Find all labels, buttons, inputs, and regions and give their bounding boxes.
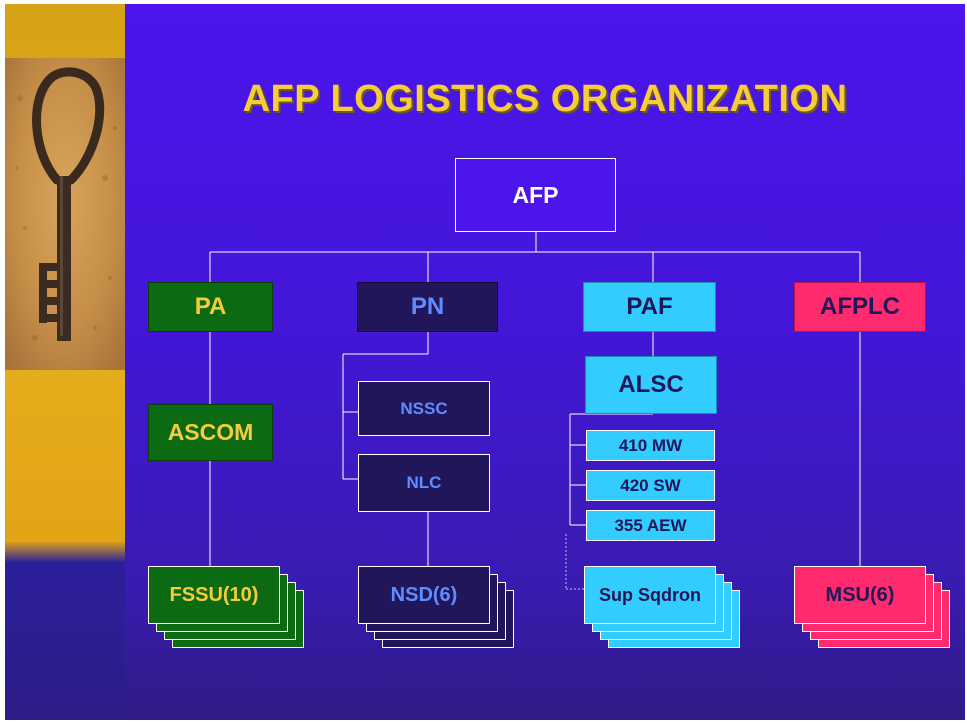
node-ascom-label: ASCOM [167, 419, 254, 445]
node-supsqdron-label: Sup Sqdron [599, 584, 701, 605]
node-paf: PAF [583, 282, 716, 332]
node-afp-label: AFP [512, 181, 559, 208]
node-nsd: NSD(6) [358, 566, 490, 624]
node-msu-label: MSU(6) [825, 583, 895, 606]
slide: AFP LOGISTICS ORGANIZATION [5, 4, 965, 720]
node-paf-label: PAF [626, 293, 673, 320]
node-msu: MSU(6) [794, 566, 926, 624]
node-pa-label: PA [194, 293, 227, 320]
node-410mw-label: 410 MW [618, 435, 683, 455]
node-nsd-label: NSD(6) [390, 583, 458, 606]
node-afp: AFP [455, 158, 616, 232]
node-420sw: 420 SW [586, 470, 715, 501]
node-afplc: AFPLC [794, 282, 926, 332]
node-355aew: 355 AEW [586, 510, 715, 541]
node-fssu: FSSU(10) [148, 566, 280, 624]
node-nssc-label: NSSC [400, 398, 448, 418]
node-nssc: NSSC [358, 381, 490, 436]
node-afplc-label: AFPLC [820, 293, 900, 320]
node-pn: PN [357, 282, 498, 332]
node-alsc-label: ALSC [618, 371, 684, 398]
node-alsc: ALSC [585, 356, 717, 414]
key-icon [5, 58, 125, 370]
node-420sw-label: 420 SW [620, 475, 681, 495]
node-410mw: 410 MW [586, 430, 715, 461]
node-nlc-label: NLC [406, 473, 442, 492]
node-ascom: ASCOM [148, 404, 273, 461]
node-355aew-label: 355 AEW [614, 515, 687, 535]
slide-title: AFP LOGISTICS ORGANIZATION [242, 78, 848, 120]
node-pa: PA [148, 282, 273, 332]
node-supsqdron: Sup Sqdron [584, 566, 716, 624]
node-pn-label: PN [410, 293, 445, 320]
connector-lines [209, 232, 861, 590]
node-fssu-label: FSSU(10) [169, 583, 259, 606]
node-nlc: NLC [358, 454, 490, 512]
